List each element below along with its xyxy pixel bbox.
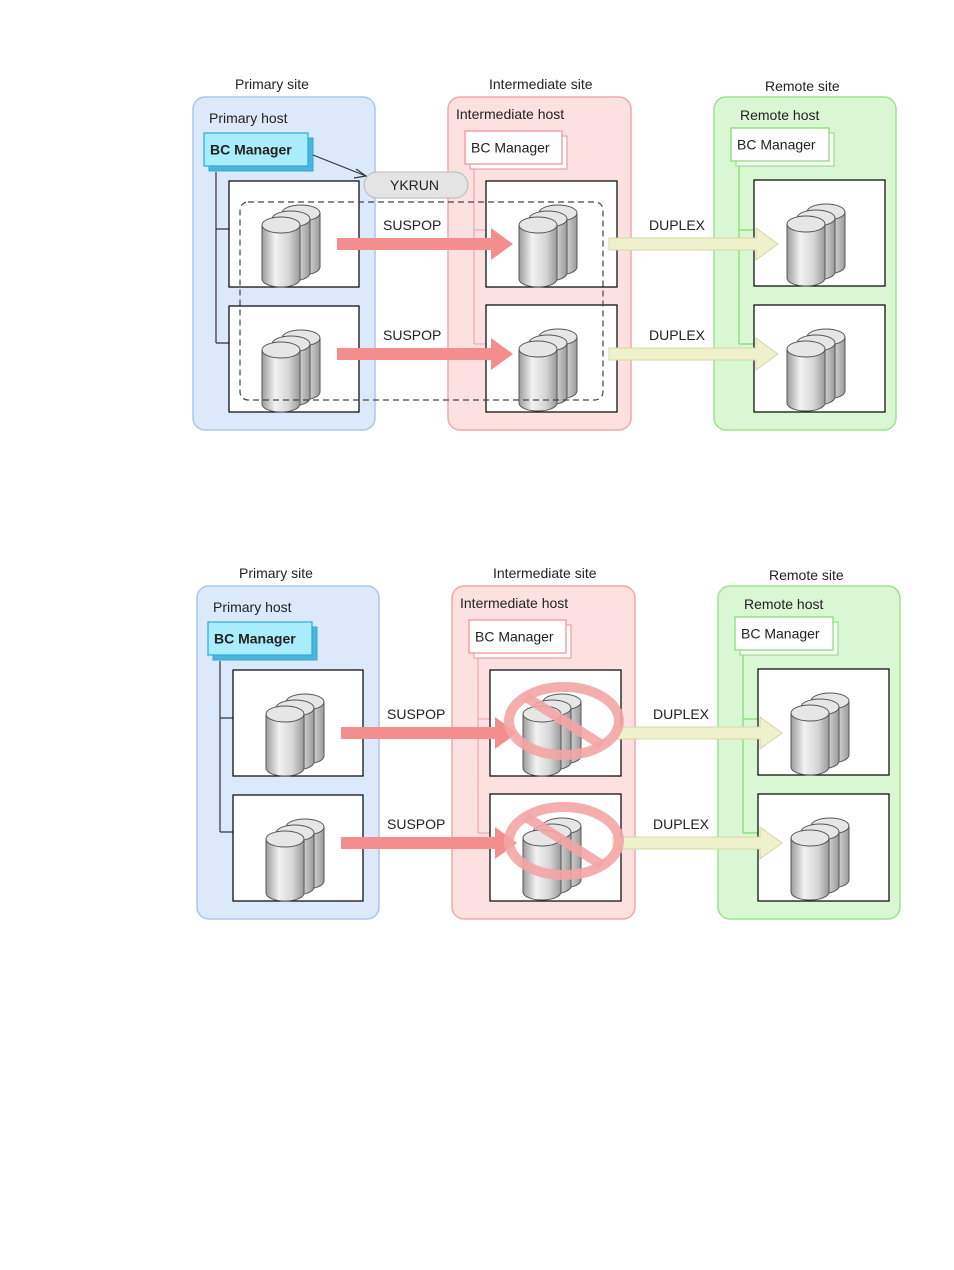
bc-manager-label: BC Manager <box>475 629 554 645</box>
primary-volume-1 <box>233 670 363 776</box>
remote-volume-2 <box>758 794 889 901</box>
remote-site-title: Remote site <box>769 567 844 583</box>
ykrun-label: YKRUN <box>390 177 439 193</box>
remote-host-label: Remote host <box>740 107 819 123</box>
suspop-label: SUSPOP <box>383 217 441 233</box>
remote-volume-1 <box>754 180 885 286</box>
intermediate-site-title: Intermediate site <box>493 565 597 581</box>
duplex-label: DUPLEX <box>653 706 710 722</box>
remote-site-title: Remote site <box>765 78 840 94</box>
duplex-label: DUPLEX <box>653 816 710 832</box>
intermediate-site-title: Intermediate site <box>489 76 593 92</box>
diagram-2: Primary site Intermediate site Remote site… <box>197 565 900 919</box>
intermediate-bc-manager: BC Manager <box>465 131 567 169</box>
diagram-1: Primary site Intermediate site Remote site… <box>193 76 896 430</box>
bc-manager-label: BC Manager <box>214 631 296 647</box>
remote-bc-manager: BC Manager <box>735 617 838 655</box>
primary-site-title: Primary site <box>235 76 309 92</box>
bc-manager-label: BC Manager <box>741 626 820 642</box>
suspop-label: SUSPOP <box>383 327 441 343</box>
bc-manager-label: BC Manager <box>471 140 550 156</box>
primary-site-title: Primary site <box>239 565 313 581</box>
primary-bc-manager: BC Manager <box>204 133 313 171</box>
primary-volume-1 <box>229 181 359 287</box>
remote-volume-1 <box>758 669 889 775</box>
suspop-label: SUSPOP <box>387 816 445 832</box>
duplex-label: DUPLEX <box>649 327 706 343</box>
suspop-label: SUSPOP <box>387 706 445 722</box>
primary-host-label: Primary host <box>209 110 288 126</box>
remote-host-label: Remote host <box>744 596 823 612</box>
intermediate-volume-1 <box>486 181 617 287</box>
bc-manager-label: BC Manager <box>210 142 292 158</box>
duplex-label: DUPLEX <box>649 217 706 233</box>
intermediate-bc-manager: BC Manager <box>469 620 571 658</box>
primary-host-label: Primary host <box>213 599 292 615</box>
remote-bc-manager: BC Manager <box>731 128 834 166</box>
intermediate-host-label: Intermediate host <box>460 595 568 611</box>
intermediate-host-label: Intermediate host <box>456 106 564 122</box>
primary-bc-manager: BC Manager <box>208 622 317 660</box>
bc-manager-label: BC Manager <box>737 137 816 153</box>
remote-volume-2 <box>754 305 885 412</box>
